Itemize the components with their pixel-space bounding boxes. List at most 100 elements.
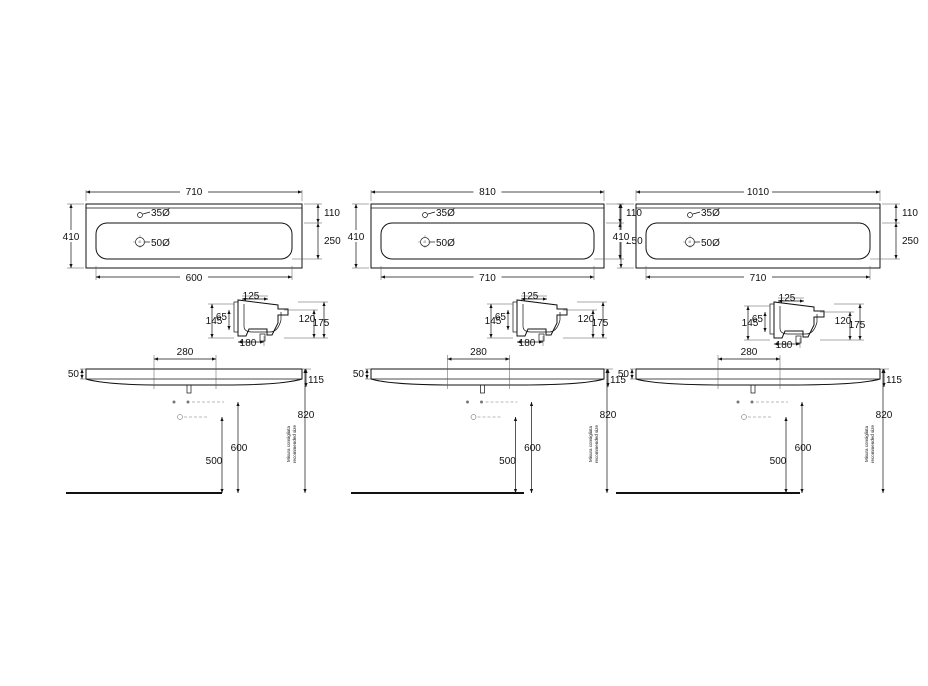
dimension-rim-height-label: 65 bbox=[752, 314, 764, 325]
arrow-head bbox=[529, 402, 534, 406]
arrow-head bbox=[619, 204, 623, 208]
recommended-size-note: Misura consigliata bbox=[286, 425, 291, 462]
arrow-head bbox=[858, 304, 862, 308]
dimension-rim-label: 50 bbox=[68, 369, 80, 380]
dimension-width-label: 810 bbox=[479, 187, 496, 198]
arrow-head bbox=[605, 489, 609, 493]
label-background bbox=[610, 230, 632, 242]
arrow-head bbox=[238, 340, 242, 344]
dimension-tap-offset-label: 110 bbox=[324, 208, 340, 219]
dimension-drain-label: 600 bbox=[231, 443, 248, 454]
dimension-height-label: 820 bbox=[298, 410, 315, 421]
recommended-size-note: Misura consigliata bbox=[588, 425, 593, 462]
arrow-head bbox=[489, 304, 493, 308]
arrow-head bbox=[312, 334, 316, 338]
arrow-head bbox=[646, 275, 650, 279]
basin-front-outline bbox=[635, 368, 881, 386]
bowl-inner-profile bbox=[243, 304, 282, 333]
arrow-head bbox=[227, 310, 231, 314]
recommended-size-note: recommended size bbox=[870, 425, 875, 464]
arrow-head bbox=[539, 340, 543, 344]
waste-outlet bbox=[795, 335, 802, 344]
arrow-head bbox=[303, 369, 307, 373]
arrow-head bbox=[591, 310, 595, 314]
valve-icon bbox=[750, 400, 754, 404]
dimension-drain-label: 600 bbox=[795, 443, 812, 454]
valve-icon bbox=[480, 400, 483, 404]
arrow-head bbox=[636, 190, 640, 194]
label-background bbox=[345, 230, 367, 242]
valve-icon bbox=[172, 400, 176, 404]
arrow-head bbox=[312, 310, 316, 314]
dimension-depth-label: 410 bbox=[348, 232, 365, 243]
arrow-head bbox=[858, 336, 862, 340]
arrow-head bbox=[316, 219, 320, 223]
basin-front-outline bbox=[85, 368, 303, 386]
waste-pipe bbox=[750, 384, 756, 394]
dimension-side-top-label: 125 bbox=[522, 291, 539, 302]
dimension-inlet-label: 500 bbox=[499, 456, 516, 467]
label-background bbox=[473, 271, 502, 283]
dimension-back-height-label: 120 bbox=[299, 314, 316, 325]
wall-section bbox=[233, 301, 239, 333]
dimension-tap-offset-label: 110 bbox=[902, 208, 918, 219]
arrow-head bbox=[601, 302, 605, 306]
arrow-head bbox=[371, 190, 375, 194]
label-background bbox=[744, 185, 772, 197]
arrow-head bbox=[264, 297, 268, 301]
arrow-head bbox=[517, 340, 521, 344]
arrow-head bbox=[316, 255, 320, 259]
arrow-head bbox=[590, 275, 594, 279]
arrow-head bbox=[316, 204, 320, 208]
tap-hole-icon bbox=[137, 212, 143, 218]
arrow-head bbox=[80, 369, 84, 373]
dimension-inlet-label: 500 bbox=[770, 456, 787, 467]
dimension-basin-depth-label: 250 bbox=[902, 236, 919, 247]
arrow-head bbox=[260, 340, 264, 344]
dimension-spacing-label: 280 bbox=[741, 347, 758, 358]
arrow-head bbox=[365, 375, 369, 379]
arrow-head bbox=[600, 190, 604, 194]
arrow-head bbox=[800, 489, 804, 493]
dimension-basin-width-label: 600 bbox=[186, 273, 203, 284]
tap-hole-icon bbox=[687, 212, 693, 218]
arrow-head bbox=[601, 334, 605, 338]
arrow-head bbox=[894, 219, 898, 223]
recommended-size-note: Misura consigliata bbox=[864, 425, 869, 462]
arrow-head bbox=[591, 334, 595, 338]
arrow-head bbox=[800, 299, 804, 303]
arrow-head bbox=[298, 190, 302, 194]
arrow-head bbox=[784, 417, 788, 421]
arrow-head bbox=[529, 489, 534, 493]
arrow-head bbox=[513, 489, 518, 493]
arrow-head bbox=[876, 190, 880, 194]
arrow-head bbox=[354, 204, 358, 208]
arrow-head bbox=[605, 369, 609, 373]
leader-line bbox=[692, 211, 701, 215]
dimension-drain-label: 600 bbox=[524, 443, 541, 454]
recommended-size-note: recommended size bbox=[292, 425, 297, 464]
waste-outlet bbox=[538, 333, 545, 342]
arrow-head bbox=[796, 342, 800, 346]
dimension-total-height-label: 175 bbox=[849, 320, 866, 331]
arrow-head bbox=[96, 275, 100, 279]
arrow-head bbox=[381, 275, 385, 279]
dimension-depth-label: 410 bbox=[63, 232, 80, 243]
arrow-head bbox=[894, 204, 898, 208]
dimension-side-depth-label: 145 bbox=[742, 318, 759, 329]
dimension-rim-height-label: 65 bbox=[495, 312, 507, 323]
arrow-head bbox=[354, 264, 358, 268]
arrow-head bbox=[543, 297, 547, 301]
dimension-basin-depth-label: 250 bbox=[324, 236, 341, 247]
dimension-thickness-label: 115 bbox=[308, 375, 324, 386]
basin-section-profile bbox=[773, 301, 825, 339]
arrow-head bbox=[506, 326, 510, 330]
arrow-head bbox=[866, 275, 870, 279]
arrow-head bbox=[86, 190, 90, 194]
drain-icon bbox=[177, 414, 183, 420]
waste-pipe bbox=[186, 384, 192, 394]
